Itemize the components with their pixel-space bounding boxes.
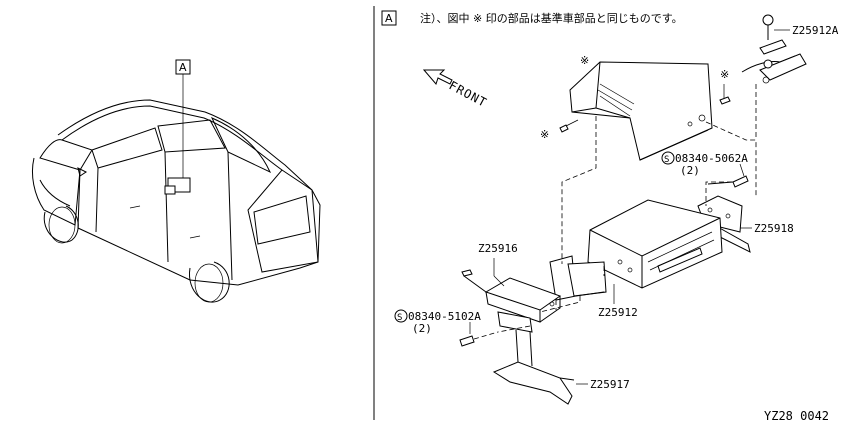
bolt-upper-icon: [707, 175, 749, 188]
asterisk-mark-right-screw: ※: [720, 68, 729, 81]
part-label-z25916: Z25916: [478, 242, 518, 255]
screw-symbol-lower: S: [397, 313, 402, 323]
part-label-z25918: Z25918: [754, 222, 794, 235]
part-label-z25917: Z25917: [590, 378, 630, 391]
part-label-z25912a: Z25912A: [792, 24, 839, 37]
upper-unit: [559, 61, 731, 161]
left-bracket: [461, 269, 562, 323]
note-text: 注）、図中 ※ 印の部品は基準車部品と同じものです。: [420, 11, 683, 25]
part-label-bolt-lower: 08340-5102A: [408, 310, 481, 323]
screw-symbol-icon-lower: [394, 309, 408, 323]
front-arrow-icon: FRONT: [422, 69, 490, 110]
car-outline-icon: [31, 99, 321, 303]
screw-symbol-icon-upper: [661, 151, 675, 165]
bolt-upper-label: S 08340-5062A (2): [661, 151, 748, 177]
screw-symbol-upper: S: [664, 155, 669, 165]
lower-bracket: [492, 311, 575, 405]
assembly-guides: [497, 84, 757, 333]
part-qty-bolt-upper: (2): [680, 164, 700, 177]
front-label: FRONT: [447, 78, 490, 110]
leader-bolt-upper: [739, 163, 745, 177]
asterisk-mark-left-screw: ※: [540, 128, 549, 141]
center-bracket: [549, 255, 607, 301]
part-qty-bolt-lower: (2): [412, 322, 432, 335]
bolt-lower-icon: [459, 331, 499, 347]
bolt-lower-label: S 08340-5102A (2): [394, 309, 481, 335]
top-bracket: [741, 14, 807, 84]
callout-letter-left: A: [179, 61, 187, 74]
part-label-z25912: Z25912: [598, 306, 638, 319]
vehicle-overview: A: [31, 59, 321, 303]
diagram-code: YZ28 0042: [764, 409, 829, 423]
part-label-bolt-upper: 08340-5062A: [675, 152, 748, 165]
callout-letter-right: A: [385, 12, 393, 25]
main-unit: [587, 199, 723, 289]
callout-box-right: [381, 10, 397, 26]
asterisk-mark-unit: ※: [580, 54, 589, 67]
